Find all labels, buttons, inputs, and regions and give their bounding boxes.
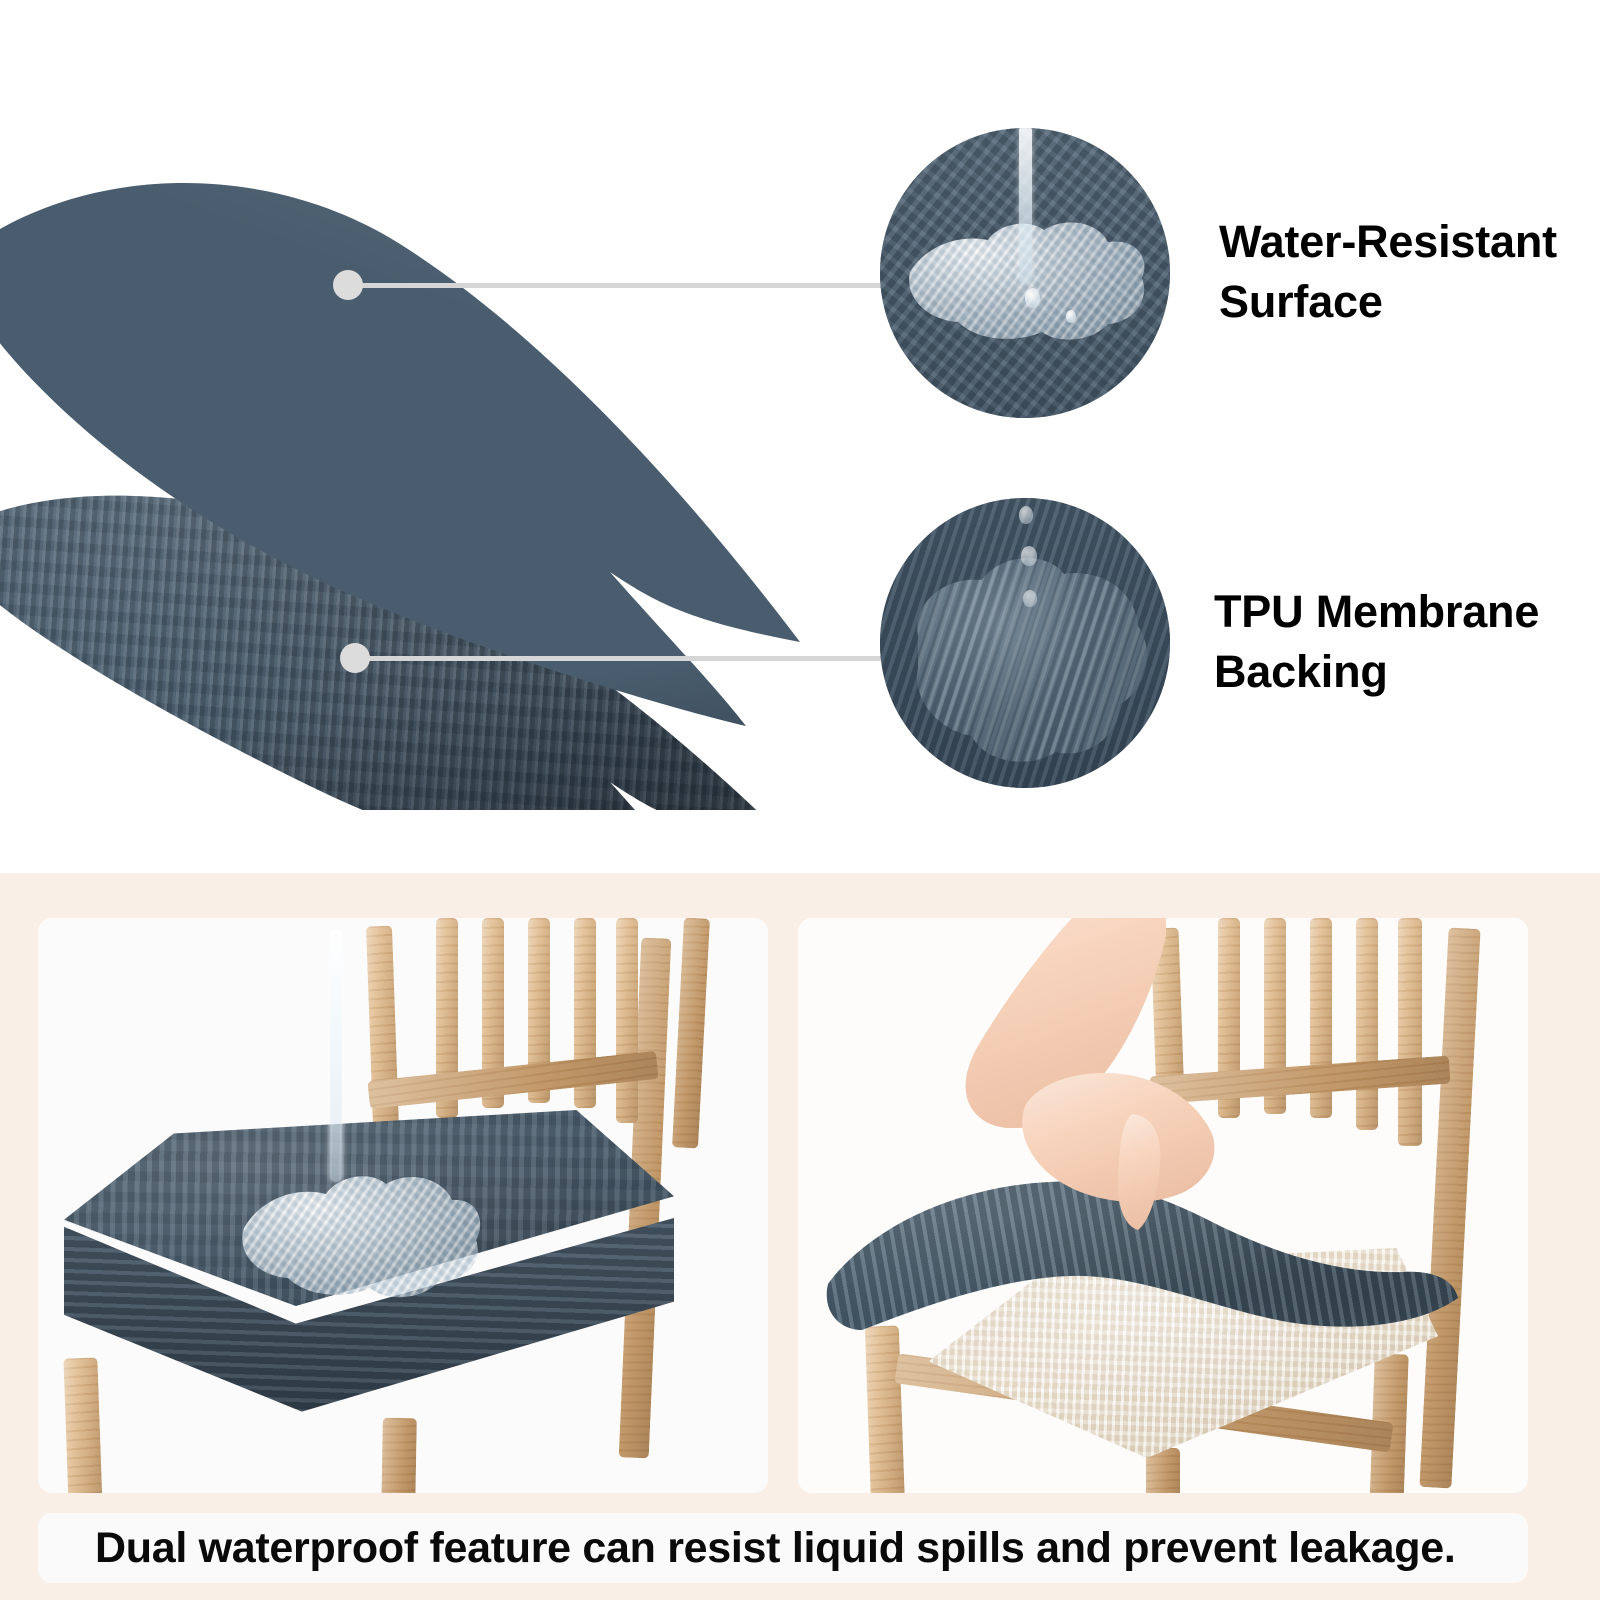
photo-proof-section: Dual waterproof feature can resist liqui…: [0, 873, 1600, 1600]
callout-label-water-resistant: Water-Resistant Surface: [1219, 212, 1599, 332]
water-stream: [330, 930, 342, 1182]
callout-label-line-1: Water-Resistant: [1219, 216, 1557, 267]
fabric-swatch-cutaway: [0, 170, 800, 810]
caption-text: Dual waterproof feature can resist liqui…: [95, 1523, 1456, 1572]
callout-leader-line-1: [355, 283, 907, 288]
callout-dot-2: [340, 643, 370, 673]
water-film-on-membrane-icon: [880, 498, 1170, 788]
callout-label-line-2: Backing: [1214, 645, 1388, 697]
water-beading-on-fabric-icon: [880, 128, 1170, 418]
photo-cover-lifted: [798, 918, 1528, 1493]
callout-label-tpu-membrane: TPU Membrane Backing: [1214, 582, 1600, 702]
callout-label-line-2: Surface: [1219, 275, 1383, 327]
caption-bar: Dual waterproof feature can resist liqui…: [38, 1513, 1528, 1583]
callout-label-line-1: TPU Membrane: [1214, 586, 1540, 637]
photo-water-poured: [38, 918, 768, 1493]
feature-callout-section: Water-Resistant Surface TPU Membrane Bac…: [0, 128, 1600, 810]
callout-leader-line-2: [362, 656, 907, 661]
callout-dot-1: [333, 270, 363, 300]
